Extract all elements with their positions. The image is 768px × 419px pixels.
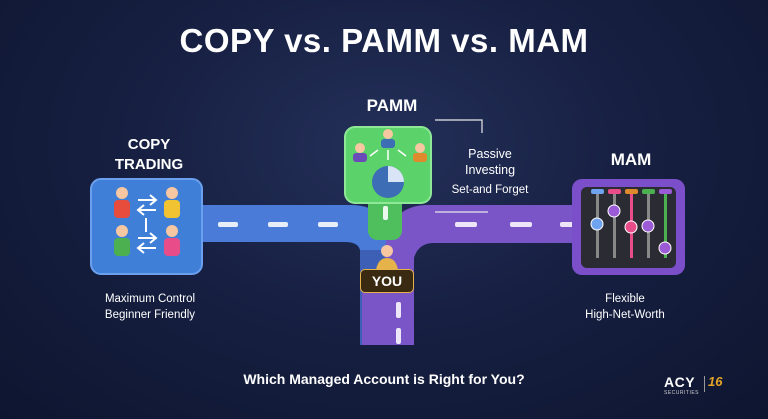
trader-person-icon (164, 187, 180, 218)
manager-person-icon (381, 129, 395, 148)
you-person-icon (376, 245, 398, 270)
pamm-box (344, 126, 432, 204)
slider-icon (658, 189, 672, 258)
road-dash (218, 222, 238, 227)
road-dash (268, 222, 288, 227)
slider-icon (624, 189, 638, 258)
copy-feature-item: Maximum Control (104, 293, 196, 305)
pie-chart-icon (372, 166, 404, 198)
logo-anniversary-number: 16 (708, 374, 723, 389)
page-title: COPY vs. PAMM vs. MAM (179, 22, 589, 59)
pamm-bracket-line (435, 119, 488, 213)
trader-person-icon (114, 187, 130, 218)
mam-features: Flexible High-Net-Worth (560, 291, 690, 323)
pamm-desc-line1: Passive (468, 147, 512, 161)
logo-subtext: SECURITIES (664, 390, 700, 396)
investor-person-icon (413, 143, 427, 162)
road-dash (510, 222, 532, 227)
footer-question: Which Managed Account is Right for You? (243, 371, 525, 387)
flow-arrows-icon (369, 149, 407, 160)
acy-logo: ACY SECURITIES 16 (664, 374, 734, 396)
copy-trading-box (90, 178, 203, 275)
pamm-desc-line2: Investing (464, 163, 516, 177)
pamm-road (368, 200, 402, 240)
pamm-desc-sub: Set-and Forget (451, 184, 529, 196)
road-dash (318, 222, 338, 227)
mam-feature-item: Flexible (605, 293, 645, 305)
copy-label-line2: TRADING (114, 156, 184, 173)
slider-icon (641, 189, 655, 258)
pamm-label: PAMM (366, 96, 418, 115)
trader-person-icon (114, 225, 130, 256)
mam-feature-item: High-Net-Worth (585, 309, 665, 321)
you-badge: YOU (360, 269, 414, 293)
trader-person-icon (164, 225, 180, 256)
copy-feature-item: Beginner Friendly (104, 309, 196, 321)
copy-label-line1: COPY (127, 136, 171, 153)
slider-icon (607, 189, 621, 258)
mam-box (572, 179, 685, 275)
copy-trading-label: COPY TRADING (94, 135, 204, 175)
copy-features: Maximum Control Beginner Friendly (70, 291, 230, 323)
road-dash (455, 222, 477, 227)
mam-label: MAM (610, 150, 652, 169)
logo-text: ACY (664, 374, 696, 390)
investor-person-icon (353, 143, 367, 162)
slider-icon (590, 189, 604, 258)
mam-road (362, 205, 590, 345)
logo-divider (704, 376, 705, 392)
copy-arrows-icon (136, 194, 158, 254)
pamm-description: Passive Investing Set-and Forget (440, 146, 540, 198)
